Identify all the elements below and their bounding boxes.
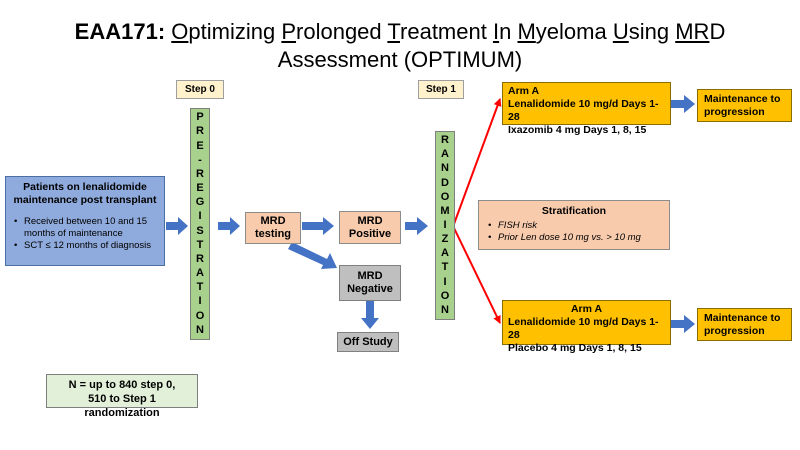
preregistration-letter: N (196, 323, 204, 336)
preregistration-letter: T (196, 238, 204, 251)
arm-title: Arm A (570, 303, 603, 315)
randomization-letter: D (441, 176, 449, 189)
randomization-letter: T (441, 261, 449, 274)
arrow-testing-to-negative (288, 242, 337, 269)
randomization-letter: Z (441, 233, 449, 246)
arm-title: Arm A (508, 85, 540, 97)
preregistration-letter: O (195, 309, 205, 322)
arrow-negative-to-offstudy (361, 301, 379, 329)
randomization-letter: M (440, 204, 450, 217)
arm-drug-line: Ixazomib 4 mg Days 1, 8, 15 (508, 124, 647, 136)
preregistration-letter: I (198, 295, 202, 308)
preregistration-letter: A (196, 267, 204, 280)
randomization-letter: N (441, 303, 449, 316)
randomization-letter: O (440, 289, 450, 302)
preregistration-letter: R (196, 167, 204, 180)
arrow-eligibility-to-preregistration (166, 217, 188, 235)
arrow-testing-to-positive (302, 217, 334, 235)
randomization-letter: O (440, 190, 450, 203)
arrow-positive-to-randomization (405, 217, 428, 235)
stratification-title: Stratification (541, 205, 607, 217)
off-study-box: Off Study (337, 332, 399, 352)
preregistration-letter: I (198, 210, 202, 223)
preregistration-letter: - (198, 153, 202, 166)
stratification-factor: Prior Len dose 10 mg vs. > 10 mg (488, 232, 663, 244)
maintenance-box-top: Maintenance to progression (697, 89, 792, 122)
stratification-box: Stratification FISH risk Prior Len dose … (478, 200, 670, 250)
enrollment-note: N = up to 840 step 0, 510 to Step 1 rand… (46, 374, 198, 419)
step1-label: Step 1 (418, 80, 464, 99)
step0-label: Step 0 (176, 80, 224, 99)
title-word: MRD (675, 19, 726, 44)
preregistration-letter: E (196, 139, 204, 152)
eligibility-criteria: Received between 10 and 15 months of mai… (11, 216, 159, 252)
arm-a-placebo-box: Arm A Lenalidomide 10 mg/d Days 1-28 Pla… (502, 300, 671, 354)
eligibility-box: Patients on lenalidomide maintenance pos… (5, 176, 165, 266)
preregistration-letter: T (196, 281, 204, 294)
randomize-arrow-down (453, 227, 501, 324)
randomization-letter: N (441, 162, 449, 175)
randomization-letter: I (443, 275, 447, 288)
eligibility-heading: Patients on lenalidomide maintenance pos… (13, 181, 157, 206)
randomization-letter: A (441, 148, 449, 161)
preregistration-letter: P (196, 111, 204, 124)
randomization-letter: I (443, 218, 447, 231)
diagram-title-line2: Assessment (OPTIMUM) (277, 47, 523, 72)
arm-drug-line: Lenalidomide 10 mg/d Days 1-28 (508, 316, 659, 341)
criterion-item: Received between 10 and 15 months of mai… (14, 216, 159, 240)
arrow-armA-bottom-to-maintenance (671, 315, 695, 333)
title-word: Optimizing (171, 19, 276, 44)
arm-drug-line: Placebo 4 mg Days 1, 8, 15 (508, 342, 642, 354)
maintenance-box-bottom: Maintenance to progression (697, 308, 792, 341)
arrow-armA-top-to-maintenance (671, 95, 695, 113)
stratification-factor: FISH risk (488, 220, 663, 232)
title-word: Prolonged (281, 19, 382, 44)
preregistration-letter: E (196, 182, 204, 195)
randomization-letter: A (441, 247, 449, 260)
title-words: Optimizing Prolonged Treatment In Myelom… (171, 19, 725, 44)
title-word: Myeloma (517, 19, 607, 44)
arm-a-ixazomib-box: Arm A Lenalidomide 10 mg/d Days 1-28 Ixa… (502, 82, 671, 136)
title-word: Using (612, 19, 670, 44)
stratification-factors: FISH risk Prior Len dose 10 mg vs. > 10 … (485, 220, 663, 244)
preregistration-letter: S (196, 224, 204, 237)
diagram-title: EAA171: Optimizing Prolonged Treatment I… (0, 18, 800, 46)
randomize-arrow-up (453, 98, 502, 225)
title-word: In (492, 19, 512, 44)
criterion-item: SCT ≤ 12 months of diagnosis (14, 240, 159, 252)
trial-id: EAA171: (74, 19, 166, 44)
preregistration-letter: R (196, 125, 204, 138)
preregistration-letter: R (196, 252, 204, 265)
title-word: Treatment (387, 19, 487, 44)
preregistration-letter: G (195, 196, 205, 209)
randomization-letter: R (441, 134, 449, 147)
arm-drug-line: Lenalidomide 10 mg/d Days 1-28 (508, 98, 659, 123)
arrow-preregistration-to-mrd-testing (218, 217, 240, 235)
